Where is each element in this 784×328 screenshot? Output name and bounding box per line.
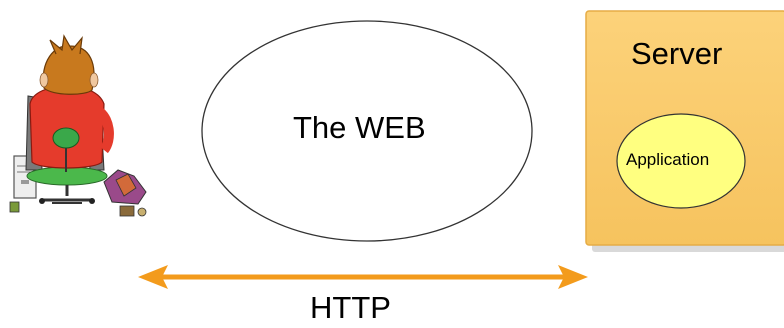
server-label: Server xyxy=(631,36,723,71)
http-double-arrow xyxy=(138,265,588,289)
http-label: HTTP xyxy=(310,290,391,325)
application-oval xyxy=(616,113,746,209)
application-label: Application xyxy=(626,150,710,169)
person-at-computer-icon xyxy=(9,34,147,217)
web-oval xyxy=(201,20,533,242)
web-label: The WEB xyxy=(293,110,426,145)
